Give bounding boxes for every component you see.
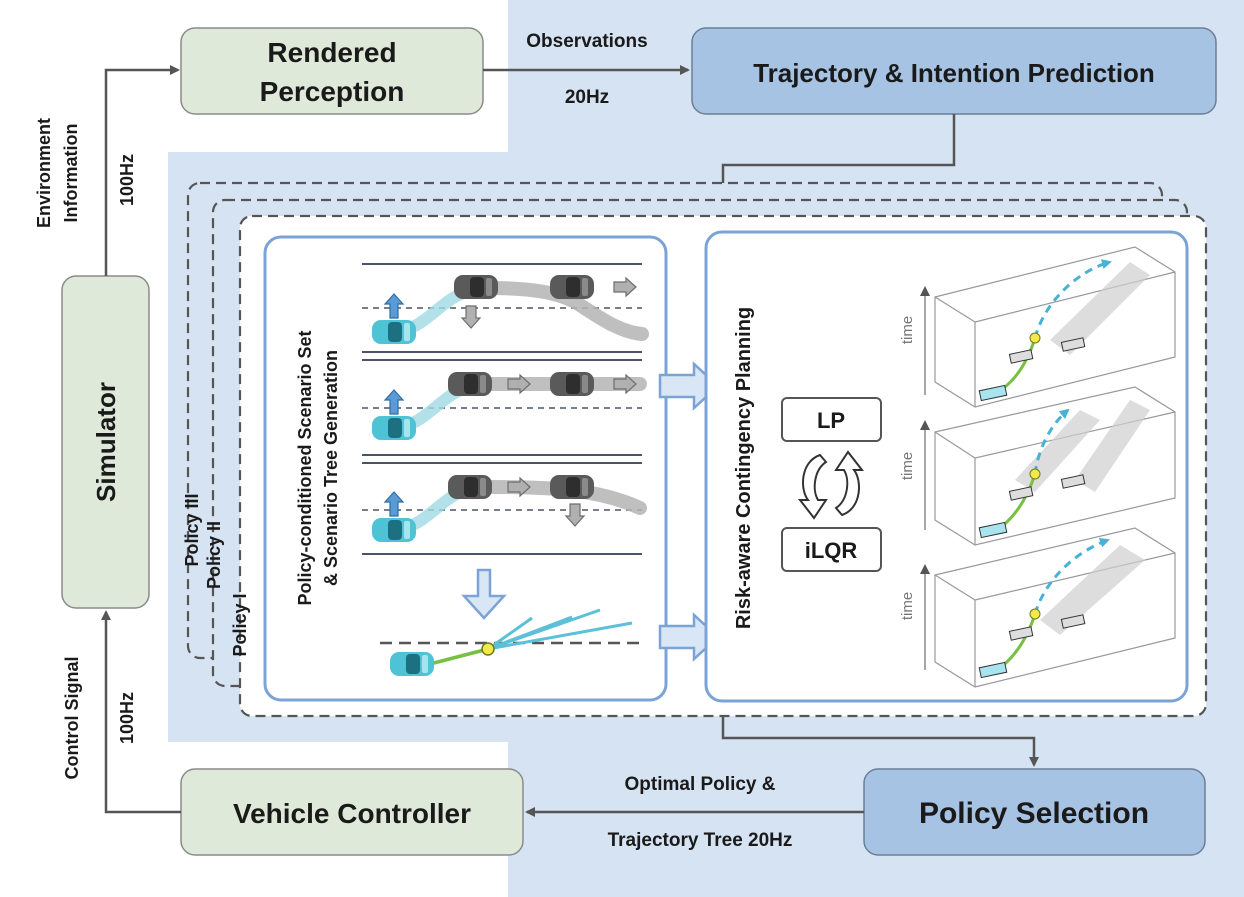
environment-info-label-line2: Information [61, 124, 81, 223]
optimal-policy-label-line2: Trajectory Tree 20Hz [608, 830, 793, 851]
edge-labels: Environment Information 100Hz Observatio… [34, 31, 792, 851]
control-rate-label: 100Hz [117, 692, 137, 744]
trajectory-box-2: time [899, 386, 1176, 546]
rendered-perception-label-line1: Rendered [267, 37, 396, 68]
arrow-controller-to-simulator [101, 610, 181, 814]
scenario-generation-label-line1: Policy-conditioned Scenario Set [295, 330, 315, 605]
scenario-generation-label-line2: & Scenario Tree Generation [321, 350, 341, 586]
policy-i-label: Policy I [230, 593, 250, 656]
trajectory-box-1: time [899, 246, 1176, 408]
optimal-policy-label-line1: Optimal Policy & [625, 774, 776, 795]
policy-iii-label: Policy III [182, 493, 202, 566]
policy-ii-label: Policy II [204, 521, 224, 589]
contingency-planning-label: Risk-aware Contingency Planning [733, 307, 755, 629]
policy-selection-label: Policy Selection [919, 797, 1149, 830]
observations-label: Observations [526, 31, 647, 52]
environment-info-label-line1: Environment [34, 118, 54, 228]
trajectory-box-3: time [899, 527, 1176, 688]
time-axis-label: time [899, 452, 916, 480]
lp-label: LP [817, 408, 845, 433]
contingency-planning-panel[interactable]: Risk-aware Contingency Planning LP iLQR … [704, 230, 1189, 703]
arrow-simulator-to-perception [104, 65, 180, 276]
control-signal-label: Control Signal [62, 657, 82, 780]
scenario-1 [362, 263, 649, 353]
scenario-tree [380, 608, 640, 676]
simulator-label: Simulator [91, 382, 121, 502]
scenario-3 [362, 462, 647, 555]
scenario-2 [362, 359, 647, 456]
time-axis-label: time [899, 592, 916, 620]
iterate-arrows-icon [797, 450, 865, 520]
vehicle-controller-label: Vehicle Controller [233, 798, 471, 829]
obs-rate-label: 20Hz [565, 87, 609, 108]
trajectory-prediction-block[interactable]: Trajectory & Intention Prediction [691, 27, 1217, 115]
scenario-to-tree-arrow [461, 568, 507, 620]
vehicle-controller-block[interactable]: Vehicle Controller [180, 768, 524, 856]
policy-selection-block[interactable]: Policy Selection [863, 768, 1206, 856]
env-rate-label: 100Hz [117, 154, 137, 206]
ilqr-box[interactable]: iLQR [781, 527, 882, 572]
rendered-perception-label-line2: Perception [260, 76, 405, 107]
lp-box[interactable]: LP [781, 397, 882, 442]
connectors [101, 65, 1039, 817]
simulator-block[interactable]: Simulator [61, 275, 150, 609]
time-axis-label: time [899, 316, 916, 344]
rendered-perception-block[interactable]: Rendered Perception [180, 27, 484, 115]
ilqr-label: iLQR [805, 538, 858, 563]
arrow-planning-to-selection [721, 700, 1039, 767]
scenario-generation-panel[interactable]: Policy-conditioned Scenario Set & Scenar… [263, 235, 668, 702]
trajectory-prediction-label: Trajectory & Intention Prediction [753, 58, 1155, 88]
